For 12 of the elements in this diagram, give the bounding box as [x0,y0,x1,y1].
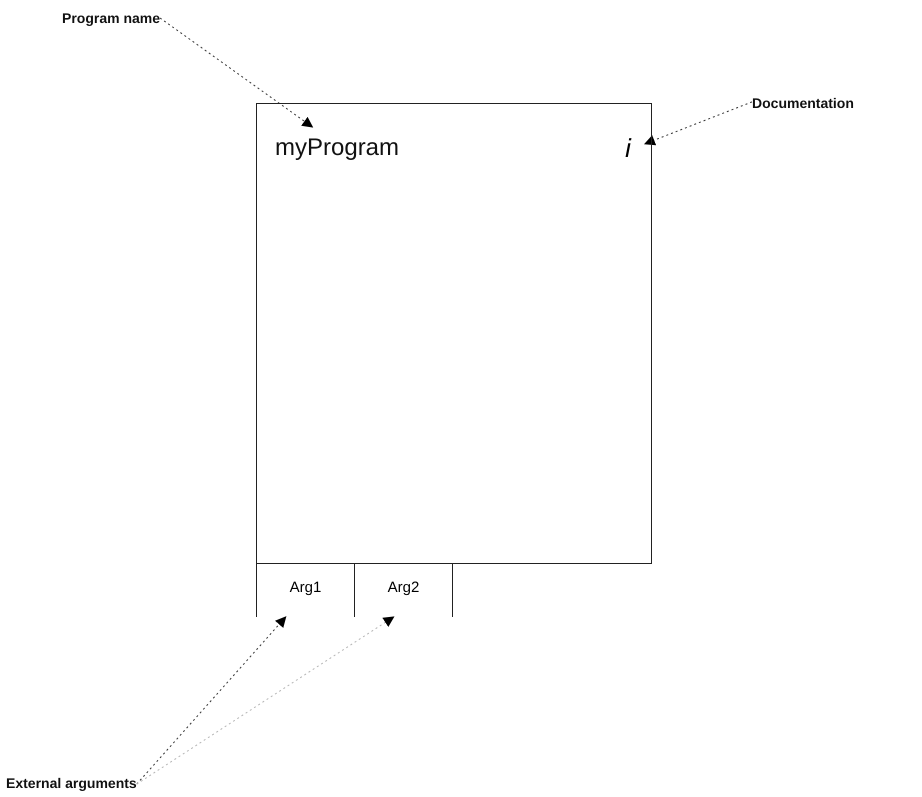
argument-slot: Arg2 [354,563,453,617]
callout-label: Documentation [752,92,854,114]
leader-arrow [644,101,752,146]
program-name: myProgram [275,127,445,169]
callout-label: External arguments [6,772,137,794]
program-box [256,103,652,564]
callout-label: Program name [62,6,160,30]
leader-arrow [136,616,395,785]
info-label: i [611,127,645,169]
leader-arrow [160,18,314,128]
leader-arrow [136,616,286,785]
argument-slot: Arg1 [256,563,355,617]
